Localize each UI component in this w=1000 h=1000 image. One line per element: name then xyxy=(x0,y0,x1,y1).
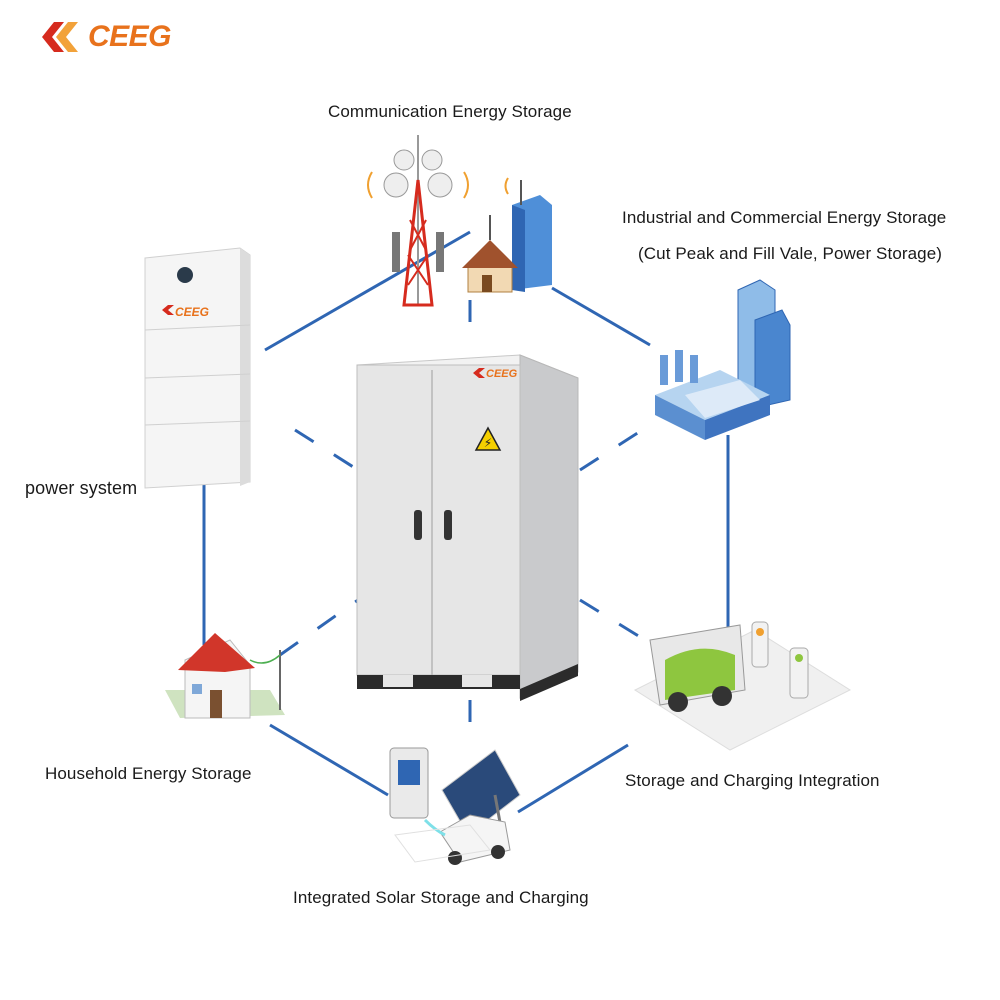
battery-stack-icon: CEEG xyxy=(144,247,251,489)
radial-spokes xyxy=(279,300,651,745)
solar-charging-icon xyxy=(389,747,521,865)
ceeg-chevron-icon xyxy=(42,22,78,52)
hexagon-connectors xyxy=(202,230,730,814)
connector-line xyxy=(264,230,471,352)
label-solar: Integrated Solar Storage and Charging xyxy=(293,888,589,907)
cabinet-logo-icon xyxy=(473,368,485,378)
battery-logo-icon xyxy=(162,305,174,315)
connector-line xyxy=(517,743,629,814)
label-industrial-sub: (Cut Peak and Fill Vale, Power Storage) xyxy=(638,244,943,263)
warning-icon xyxy=(474,426,502,451)
label-industrial: Industrial and Commercial Energy Storage xyxy=(622,208,947,227)
display-icon xyxy=(177,267,193,283)
connector-line xyxy=(551,286,651,347)
ceeg-logo: CEEG xyxy=(40,20,172,54)
connector-line xyxy=(269,723,389,797)
label-power-system: power system xyxy=(25,478,138,498)
industrial-buildings-icon xyxy=(655,279,791,440)
label-communication: Communication Energy Storage xyxy=(328,102,572,121)
office-building-icon xyxy=(504,177,552,292)
label-household: Household Energy Storage xyxy=(45,764,252,783)
svg-text:⚡: ⚡ xyxy=(484,436,492,450)
spoke-line xyxy=(294,428,359,472)
spoke-line xyxy=(579,423,651,472)
cabinet-brand: CEEG xyxy=(486,368,518,380)
energy-storage-cabinet: ⚡ CEEG xyxy=(356,354,579,701)
spoke-line xyxy=(279,598,359,657)
house-icon xyxy=(462,215,518,293)
spoke-line xyxy=(579,598,646,642)
household-icon xyxy=(165,633,285,719)
communication-tower-icon xyxy=(367,135,469,307)
battery-brand: CEEG xyxy=(175,305,209,319)
charging-station-icon xyxy=(633,621,852,751)
logo-wordmark: CEEG xyxy=(88,20,172,53)
label-charging: Storage and Charging Integration xyxy=(625,771,880,790)
